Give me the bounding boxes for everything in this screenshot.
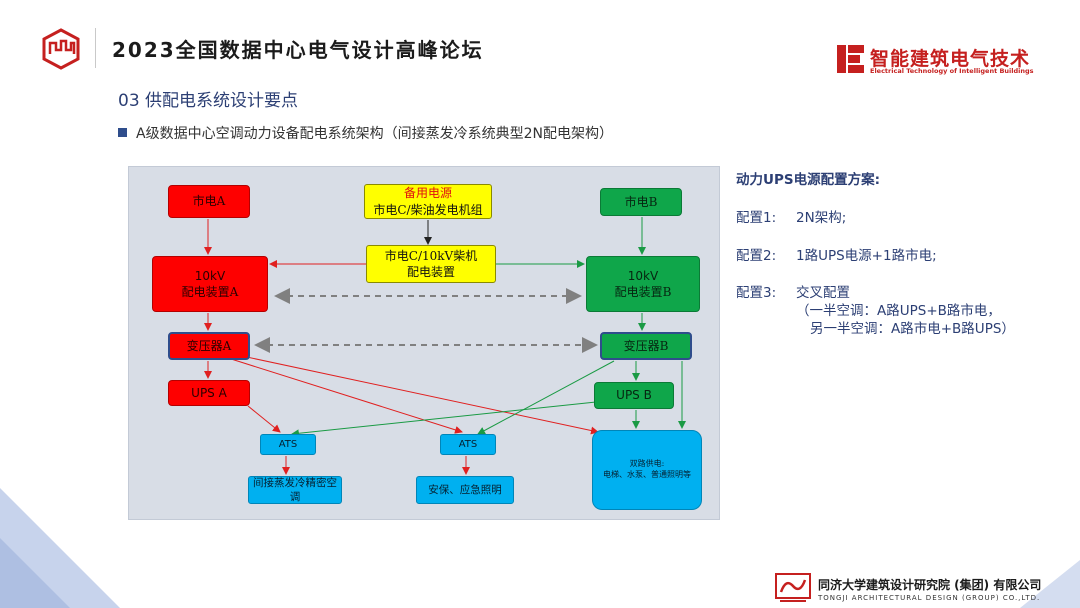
- company-name: 同济大学建筑设计研究院 (集团) 有限公司: [818, 578, 1042, 592]
- forum-logo-icon: [42, 28, 80, 70]
- ups-a-box: UPS A: [168, 380, 250, 406]
- distribution-a-label: 配电装置A: [181, 285, 239, 299]
- distribution-a-box: 10kV 配电装置A: [152, 256, 268, 312]
- utility-b-box: 市电B: [600, 188, 682, 216]
- bullet-text: A级数据中心空调动力设备配电系统架构（间接蒸发冷系统典型2N配电架构）: [136, 126, 613, 142]
- tjad-logo-icon: [775, 573, 811, 602]
- brand-name: 智能建筑电气技术: [870, 48, 1031, 70]
- utility-c-distribution-box: 市电C/10kV柴机 配电装置: [366, 245, 496, 283]
- forum-title: 2023全国数据中心电气设计高峰论坛: [112, 38, 484, 62]
- config-3-text: 交叉配置: [796, 285, 850, 301]
- corner-decoration-right: [1020, 560, 1080, 608]
- backup-power-box: 备用电源 市电C/柴油发电机组: [364, 184, 492, 219]
- transformer-a-box: 变压器A: [168, 332, 250, 360]
- backup-subtitle: 市电C/柴油发电机组: [373, 202, 483, 217]
- config-2-text: 1路UPS电源+1路市电;: [796, 248, 937, 264]
- transformer-b-box: 变压器B: [600, 332, 692, 360]
- config-1-label: 配置1:: [736, 210, 777, 226]
- distribution-b-voltage: 10kV: [627, 268, 659, 283]
- ups-config-heading: 动力UPS电源配置方案:: [736, 172, 880, 188]
- config-3-label: 配置3:: [736, 285, 777, 301]
- ats-2-box: ATS: [440, 434, 496, 455]
- brand-logo-icon: [837, 45, 864, 73]
- distribution-b-box: 10kV 配电装置B: [586, 256, 700, 312]
- precision-ac-load-box: 间接蒸发冷精密空调: [248, 476, 342, 504]
- backup-title: 备用电源: [403, 186, 452, 201]
- distribution-b-label: 配电装置B: [614, 285, 672, 299]
- distribution-a-voltage: 10kV: [194, 268, 226, 283]
- security-lighting-load-box: 安保、应急照明: [416, 476, 514, 504]
- config-3-detail-2: 另一半空调：A路市电+B路UPS）: [810, 321, 1015, 337]
- ats-1-box: ATS: [260, 434, 316, 455]
- header-separator: [95, 28, 96, 68]
- utility-a-box: 市电A: [168, 185, 250, 218]
- utility-c-dist-line2: 配电装置: [406, 265, 455, 279]
- company-name-en: TONGJI ARCHITECTURAL DESIGN (GROUP) CO.,…: [818, 594, 1041, 602]
- config-2-label: 配置2:: [736, 248, 777, 264]
- config-3-detail-1: （一半空调：A路UPS+B路市电，: [796, 303, 1001, 319]
- bullet-square-icon: [118, 128, 127, 137]
- brand-subtitle: Electrical Technology of Intelligent Bui…: [870, 67, 1034, 75]
- dual-supply-load-box: 双路供电: 电梯、水泵、普通照明等: [592, 430, 702, 510]
- corner-decoration-left: [0, 488, 120, 608]
- utility-c-dist-line1: 市电C/10kV柴机: [384, 248, 478, 263]
- config-1-text: 2N架构;: [796, 210, 847, 226]
- dual-supply-desc: 电梯、水泵、普通照明等: [603, 470, 691, 479]
- dual-supply-title: 双路供电:: [629, 459, 665, 469]
- ups-b-box: UPS B: [594, 382, 674, 409]
- section-title: 03 供配电系统设计要点: [118, 91, 299, 111]
